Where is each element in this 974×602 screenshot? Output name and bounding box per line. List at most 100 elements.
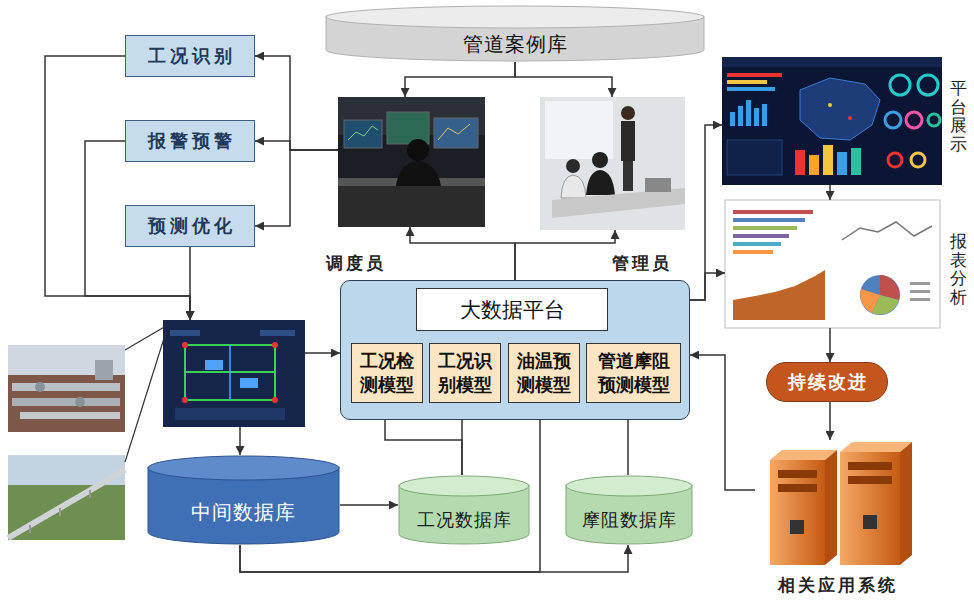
dashboard-screenshot (746, 100, 751, 126)
scada-screenshot (272, 397, 278, 403)
dashboard-screenshot (722, 57, 942, 185)
scada-screenshot (272, 342, 278, 348)
image-panel: 报表分析 (725, 200, 940, 328)
manager-photo (566, 159, 580, 173)
server-illustration (770, 460, 825, 565)
database-cylinder: 管道案例库 (325, 5, 705, 62)
dashboard-screenshot (809, 155, 819, 175)
server-illustration (790, 520, 804, 534)
server-illustration (863, 515, 877, 529)
model-box: 工况检测模型 (351, 343, 423, 403)
pipeline-photo (30, 490, 90, 533)
image-panel (163, 320, 305, 427)
dashboard-screenshot (888, 153, 902, 167)
database-cylinder: 工况数据库 (398, 475, 530, 545)
manager-photo (645, 178, 671, 192)
dashboard-screenshot (848, 116, 852, 120)
scada-screenshot (170, 330, 200, 336)
server-illustration (778, 470, 817, 478)
connector (305, 352, 340, 354)
dispatcher-photo (338, 97, 485, 227)
dashboard-screenshot (727, 73, 782, 77)
cylinder-top (326, 6, 704, 28)
manager-photo (621, 121, 635, 161)
report-screenshot (733, 226, 797, 230)
vertical-label: 平台展示 (950, 79, 967, 154)
dashboard-screenshot (727, 87, 775, 91)
pipeline-photo (8, 485, 125, 540)
connector (239, 427, 241, 455)
manager-photo (592, 152, 608, 168)
connector (255, 150, 338, 226)
node-label: 油温预测模型 (512, 349, 576, 398)
manager-photo (540, 97, 685, 230)
caption: 相关应用系统 (755, 574, 920, 597)
dashboard-screenshot (722, 57, 942, 185)
cylinder-top (148, 456, 339, 480)
node-label: 大数据平台 (416, 288, 608, 331)
scada-screenshot (240, 378, 258, 388)
station-photo (95, 360, 113, 380)
report-screenshot (860, 289, 880, 313)
dashboard-screenshot (885, 112, 901, 128)
server-illustration (778, 484, 817, 492)
image-panel: 相关应用系统 (755, 440, 920, 568)
station-photo (20, 412, 120, 419)
node-label: 工况识别 (144, 44, 236, 68)
dispatcher-photo (338, 97, 485, 227)
model-box: 工况识别模型 (429, 343, 501, 403)
connector (240, 545, 628, 572)
node-label: 工况识别模型 (433, 349, 497, 398)
scada-screenshot (260, 330, 295, 336)
action-pill: 持续改进 (766, 362, 888, 402)
connector (410, 227, 515, 280)
report-screenshot (725, 200, 940, 328)
dispatcher-photo (344, 120, 382, 148)
dispatcher-photo (396, 161, 441, 186)
connector (829, 185, 831, 200)
model-box: 管道摩阻预测模型 (586, 343, 681, 403)
platform-panel: 大数据平台工况检测模型工况识别模型油温预测模型管道摩阻预测模型 (340, 280, 690, 420)
dispatcher-photo (338, 186, 485, 227)
scada-screenshot (163, 320, 305, 427)
node-label: 工况检测模型 (355, 349, 419, 398)
dashboard-screenshot (911, 153, 925, 167)
pipeline-photo (8, 470, 125, 538)
dashboard-screenshot (890, 75, 910, 95)
connectors (45, 56, 830, 572)
manager-photo (545, 101, 613, 159)
dashboard-screenshot (730, 112, 735, 126)
connector (340, 504, 398, 506)
manager-photo (623, 161, 633, 191)
server-illustration (840, 442, 912, 452)
dashboard-screenshot (722, 57, 942, 67)
report-screenshot (725, 200, 940, 328)
manager-photo (586, 170, 615, 195)
scada-screenshot (163, 320, 305, 427)
node-label: 管道摩阻预测模型 (590, 349, 677, 398)
function-box: 报警预警 (125, 120, 255, 162)
station-photo (12, 398, 120, 406)
connector (255, 141, 338, 150)
cylinder-top (399, 476, 529, 496)
connector (45, 56, 190, 320)
connector (515, 230, 615, 280)
server-illustration (848, 476, 892, 484)
connector (829, 328, 831, 362)
cylinder-top (566, 476, 692, 496)
leader-line (125, 326, 166, 462)
server-illustration (840, 452, 900, 565)
connector (405, 62, 515, 97)
station-photo (8, 375, 125, 432)
manager-photo (561, 175, 586, 198)
dashboard-screenshot (918, 75, 938, 95)
dashboard-screenshot (851, 148, 861, 175)
report-screenshot (733, 218, 805, 222)
node-label: 管道案例库 (463, 31, 568, 58)
database-cylinder: 中间数据库 (147, 455, 340, 545)
server-illustration (900, 442, 912, 565)
scada-screenshot (185, 345, 275, 400)
node-label: 摩阻数据库 (582, 508, 677, 532)
